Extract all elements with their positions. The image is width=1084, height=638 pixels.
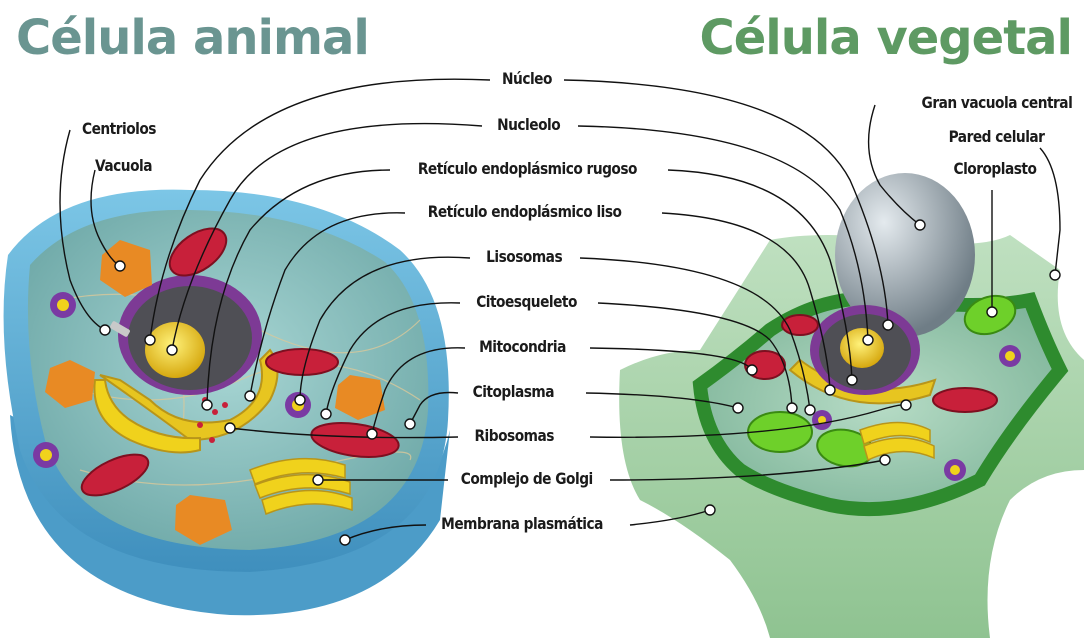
label-citoesqueleto: Citoesqueleto [476,293,577,311]
label-golgi: Complejo de Golgi [461,470,593,488]
label-vacuola: Vacuola [95,157,152,175]
label-cloroplasto: Cloroplasto [953,160,1036,178]
mitochondrion [266,349,338,375]
label-ribosomas: Ribosomas [474,427,553,445]
label-lisosomas: Lisosomas [486,248,562,266]
label-membrana: Membrana plasmática [441,515,603,533]
label-rer: Retículo endoplásmico rugoso [418,160,637,178]
label-nucleo: Núcleo [502,70,552,88]
label-gran-vacuola: Gran vacuola central [921,94,1072,112]
label-centriolos: Centriolos [82,120,156,138]
label-citoplasma: Citoplasma [473,383,554,401]
plant-mitochondrion [933,388,997,412]
label-nucleolo: Nucleolo [497,116,560,134]
label-pared: Pared celular [948,128,1044,146]
label-mitocondria: Mitocondria [479,338,566,356]
label-rel: Retículo endoplásmico liso [428,203,622,221]
animal-cell [4,190,450,616]
